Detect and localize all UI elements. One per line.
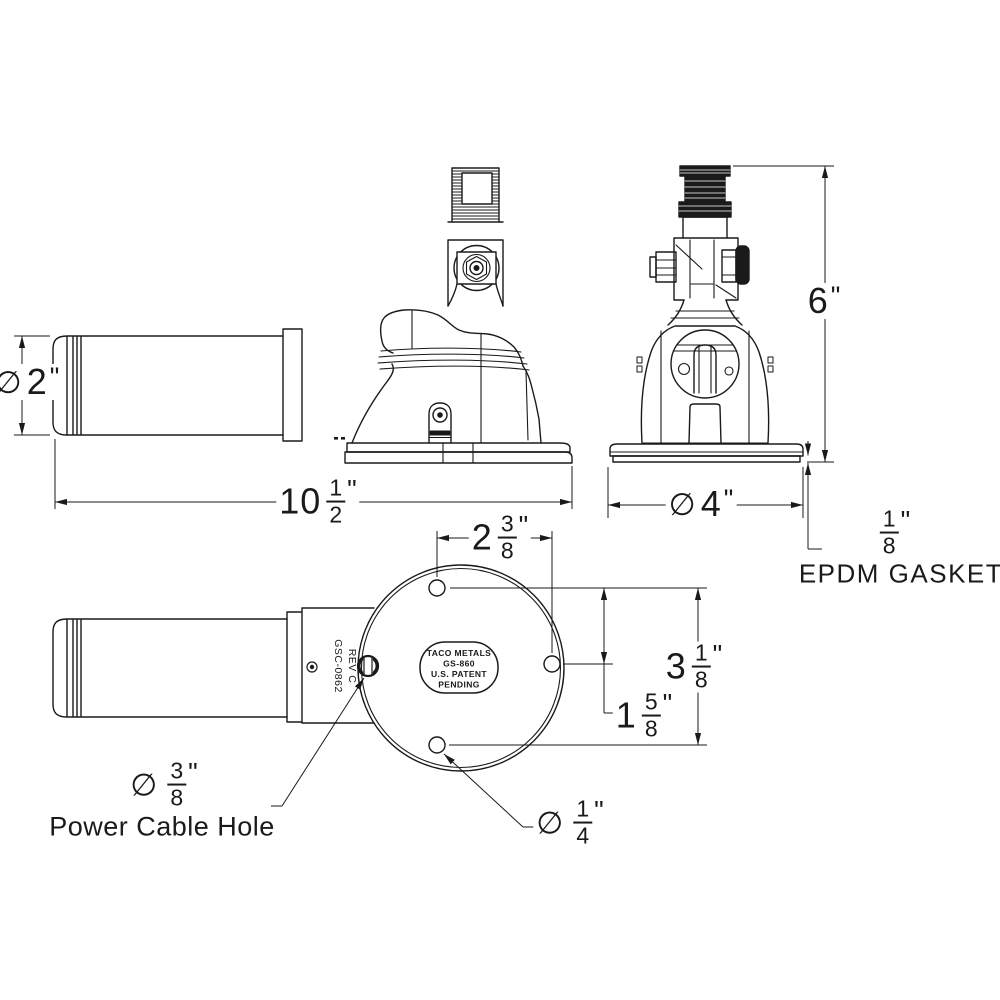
stamp-line-3: U.S. PATENT <box>431 669 487 679</box>
dim-base-diameter: ∅ 4 " <box>665 486 737 522</box>
revision-text: REV C <box>346 649 358 684</box>
power-cable-hole-label: Power Cable Hole <box>49 811 275 843</box>
side-view-art <box>52 167 573 464</box>
front-view-art <box>609 165 804 463</box>
gasket-label: EPDM GASKET <box>798 558 1000 590</box>
power-cable-hole-leader <box>281 677 365 807</box>
dim-tube-diameter: ∅ 2 " <box>0 364 63 400</box>
diameter-symbol-icon: ∅ <box>0 364 22 400</box>
part-code-text: GSC-0862 <box>332 639 344 693</box>
diameter-symbol-icon: ∅ <box>536 805 564 841</box>
dim-overall-height: 6 " <box>804 283 844 319</box>
diameter-symbol-icon: ∅ <box>668 486 696 522</box>
stamp-line-1: TACO METALS <box>427 648 492 658</box>
bottom-view-art <box>52 564 565 772</box>
dim-overall-length: 10 1 2 " <box>276 476 360 528</box>
diameter-symbol-icon: ∅ <box>130 767 158 803</box>
dim-hole-spacing-horizontal: 2 3 8 " <box>468 512 532 564</box>
mount-hole-leader <box>443 753 524 828</box>
stamp-line-2: GS-860 <box>443 659 475 669</box>
stamp-line-4: PENDING <box>438 680 480 690</box>
dim-hole-spacing-vertical-upper: 1 5 8 " <box>612 690 676 742</box>
dim-mount-hole-diameter: ∅ 1 4 " <box>533 797 607 849</box>
dim-power-cable-hole-diameter: ∅ 3 8 " <box>127 759 201 811</box>
dim-hole-spacing-vertical-total: 3 1 8 " <box>662 641 726 693</box>
stamp-text: TACO METALS GS-860 U.S. PATENT PENDING G… <box>332 639 491 693</box>
dim-gasket-thickness: 1 8 " <box>876 507 914 559</box>
bottom-view-dimensions <box>271 531 707 828</box>
